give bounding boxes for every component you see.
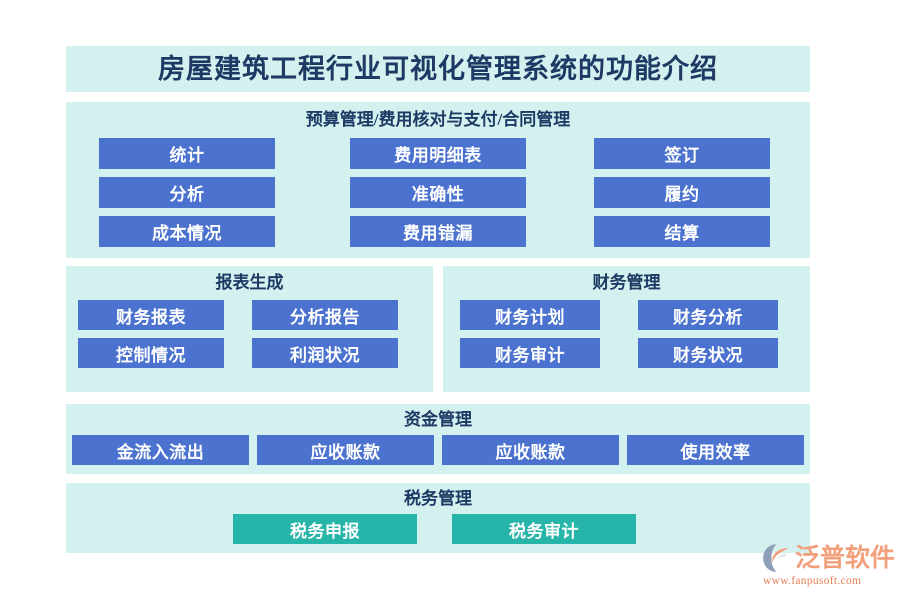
section-budget-column-1: 统计 分析 成本情况 [99, 138, 275, 255]
page-title: 房屋建筑工程行业可视化管理系统的功能介绍 [158, 53, 718, 84]
report-item-profit-status[interactable]: 利润状况 [252, 338, 398, 368]
fund-item-receivables-1[interactable]: 应收账款 [257, 435, 434, 465]
finance-item-financial-status[interactable]: 财务状况 [638, 338, 778, 368]
tax-item-tax-filing[interactable]: 税务申报 [233, 514, 417, 544]
finance-item-financial-audit[interactable]: 财务审计 [460, 338, 600, 368]
budget-item-signing[interactable]: 签订 [594, 138, 770, 169]
section-budget-column-3: 签订 履约 结算 [594, 138, 770, 255]
report-item-analysis-report[interactable]: 分析报告 [252, 300, 398, 330]
budget-item-performance[interactable]: 履约 [594, 177, 770, 208]
section-report-generation: 报表生成 财务报表 分析报告 控制情况 利润状况 [66, 266, 433, 392]
page-title-banner: 房屋建筑工程行业可视化管理系统的功能介绍 [66, 46, 810, 92]
budget-item-expense-errors[interactable]: 费用错漏 [350, 216, 526, 247]
finance-item-financial-plan[interactable]: 财务计划 [460, 300, 600, 330]
section-tax-management: 税务管理 税务申报 税务审计 [66, 483, 810, 553]
section-tax-header: 税务管理 [404, 489, 472, 508]
fund-item-usage-efficiency[interactable]: 使用效率 [627, 435, 804, 465]
budget-item-cost-status[interactable]: 成本情况 [99, 216, 275, 247]
report-item-control-status[interactable]: 控制情况 [78, 338, 224, 368]
finance-item-financial-analysis[interactable]: 财务分析 [638, 300, 778, 330]
budget-item-settlement[interactable]: 结算 [594, 216, 770, 247]
section-finance-header: 财务管理 [592, 273, 661, 292]
brand-name: 泛普软件 [795, 543, 896, 572]
budget-item-analysis[interactable]: 分析 [99, 177, 275, 208]
budget-item-statistics[interactable]: 统计 [99, 138, 275, 169]
section-budget-header: 预算管理/费用核对与支付/合同管理 [305, 110, 571, 129]
brand-logo-row: 泛普软件 [762, 543, 896, 573]
budget-item-expense-detail-table[interactable]: 费用明细表 [350, 138, 526, 169]
fund-item-cash-inflow-outflow[interactable]: 金流入流出 [72, 435, 249, 465]
section-budget-management: 预算管理/费用核对与支付/合同管理 统计 分析 成本情况 费用明细表 准确性 费… [66, 102, 810, 258]
fanpu-swoosh-icon [762, 543, 792, 573]
fund-item-receivables-2[interactable]: 应收账款 [442, 435, 619, 465]
report-item-financial-statement[interactable]: 财务报表 [78, 300, 224, 330]
brand-url: www.fanpusoft.com [763, 575, 862, 587]
section-budget-column-2: 费用明细表 准确性 费用错漏 [350, 138, 526, 255]
section-report-header: 报表生成 [215, 273, 284, 292]
brand-logo: 泛普软件 www.fanpusoft.com [762, 543, 896, 591]
section-fund-management: 资金管理 金流入流出 应收账款 应收账款 使用效率 [66, 404, 810, 474]
tax-item-tax-audit[interactable]: 税务审计 [452, 514, 636, 544]
section-financial-management: 财务管理 财务计划 财务分析 财务审计 财务状况 [443, 266, 810, 392]
budget-item-accuracy[interactable]: 准确性 [350, 177, 526, 208]
section-fund-header: 资金管理 [404, 410, 472, 429]
